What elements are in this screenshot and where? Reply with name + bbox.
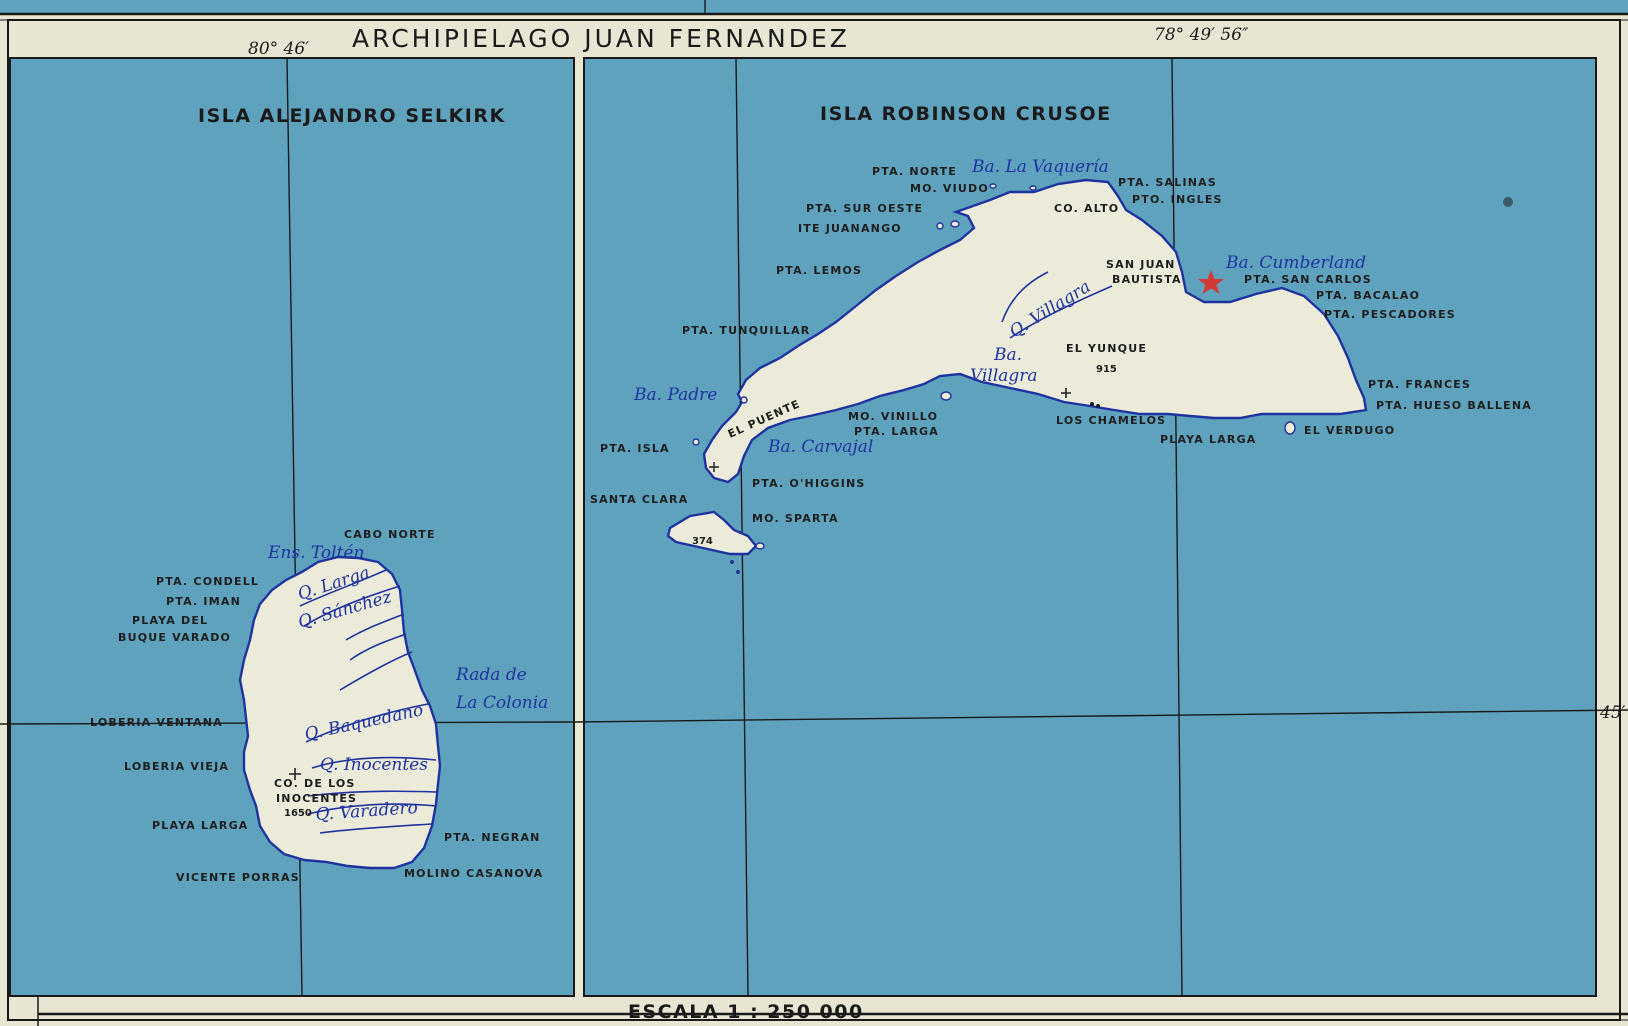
label-ba-cumberland: Ba. Cumberland [1225, 253, 1366, 273]
label-san-juan: SAN JUAN [1106, 258, 1175, 271]
label-q-inocentes: Q. Inocentes [320, 755, 428, 775]
label-villagra: Villagra [970, 366, 1038, 386]
label-elevation-374: 374 [692, 536, 713, 547]
latitude-label: 45′ [1599, 703, 1626, 723]
label-rada-de: Rada de [455, 665, 527, 685]
santa-clara-island [666, 510, 758, 556]
label-ba-carvajal: Ba. Carvajal [767, 437, 873, 457]
label-el-verdugo: EL VERDUGO [1304, 424, 1395, 437]
label-mo-vinillo: MO. VINILLO [848, 410, 938, 423]
label-ba-la-vaqueria: Ba. La Vaquería [971, 157, 1109, 177]
label-loberia-ventana: LOBERIA VENTANA [90, 716, 223, 729]
label-mo-sparta: MO. SPARTA [752, 512, 839, 525]
label-pto-ingles: PTO. INGLES [1132, 193, 1223, 206]
selkirk-title: ISLA ALEJANDRO SELKIRK [198, 105, 506, 127]
label-ba-padre: Ba. Padre [633, 385, 717, 405]
label-molino-casanova: MOLINO CASANOVA [404, 867, 543, 880]
label-pta-norte: PTA. NORTE [872, 165, 957, 178]
label-cabo-norte: CABO NORTE [344, 528, 436, 541]
label-buque-varado: BUQUE VARADO [118, 631, 231, 644]
label-pta-frances: PTA. FRANCES [1368, 378, 1471, 391]
robinson-panel: 45′ ISLA ROBINSON CRUSOE PTA. NORTE MO. … [573, 57, 1628, 997]
label-pta-ohiggins: PTA. O'HIGGINS [752, 477, 866, 490]
label-ite-juanango: ITE JUANANGO [798, 222, 902, 235]
label-pta-tunquillar: PTA. TUNQUILLAR [682, 324, 810, 337]
label-co-de-los: CO. DE LOS [274, 777, 356, 790]
capital-star-icon [1198, 270, 1224, 294]
label-elevation-915: 915 [1096, 364, 1117, 375]
label-ens-tolten: Ens. Toltén [267, 543, 364, 563]
label-inocentes: INOCENTES [276, 792, 357, 805]
label-playa-larga-robinson: PLAYA LARGA [1160, 433, 1257, 446]
robinson-meridian-1 [735, 57, 749, 997]
label-pta-larga: PTA. LARGA [854, 425, 939, 438]
label-el-yunque: EL YUNQUE [1066, 342, 1147, 355]
label-pta-negran: PTA. NEGRAN [444, 831, 541, 844]
selkirk-island [238, 555, 442, 870]
selkirk-panel: ISLA ALEJANDRO SELKIRK CABO NORTE PTA. C… [0, 57, 575, 997]
adjacent-sheet-strip [0, 0, 1628, 14]
label-pta-hueso-ballena: PTA. HUESO BALLENA [1376, 399, 1532, 412]
label-pta-pescadores: PTA. PESCADORES [1324, 308, 1456, 321]
label-pta-lemos: PTA. LEMOS [776, 264, 862, 277]
label-ba: Ba. [993, 345, 1022, 365]
longitude-right: 78° 49′ 56″ [1154, 25, 1249, 45]
robinson-island [702, 178, 1368, 484]
robinson-meridian-2 [1171, 57, 1183, 997]
label-loberia-vieja: LOBERIA VIEJA [124, 760, 229, 773]
label-la-colonia: La Colonia [455, 693, 548, 713]
label-elevation-1650: 1650 [284, 808, 312, 819]
label-mo-viudo: MO. VIUDO [910, 182, 989, 195]
label-pta-isla: PTA. ISLA [600, 442, 670, 455]
label-santa-clara: SANTA CLARA [590, 493, 688, 506]
label-bautista: BAUTISTA [1112, 273, 1182, 286]
label-los-chamelos: LOS CHAMELOS [1056, 414, 1166, 427]
label-pta-sur-oeste: PTA. SUR OESTE [806, 202, 923, 215]
label-pta-bacalao: PTA. BACALAO [1316, 289, 1420, 302]
robinson-title: ISLA ROBINSON CRUSOE [820, 103, 1112, 125]
label-pta-san-carlos: PTA. SAN CARLOS [1244, 273, 1372, 286]
label-vicente-porras: VICENTE PORRAS [176, 871, 300, 884]
label-pta-iman: PTA. IMAN [166, 595, 241, 608]
longitude-left: 80° 46′ [248, 39, 309, 59]
label-co-alto: CO. ALTO [1054, 202, 1119, 215]
label-playa-del: PLAYA DEL [132, 614, 208, 627]
robinson-parallel [573, 709, 1628, 723]
label-pta-salinas: PTA. SALINAS [1118, 176, 1217, 189]
map-title: ARCHIPIELAGO JUAN FERNANDEZ [352, 24, 850, 53]
label-playa-larga-selkirk: PLAYA LARGA [152, 819, 249, 832]
label-pta-condell: PTA. CONDELL [156, 575, 259, 588]
scale-label: ESCALA 1 : 250 000 [628, 1001, 864, 1023]
